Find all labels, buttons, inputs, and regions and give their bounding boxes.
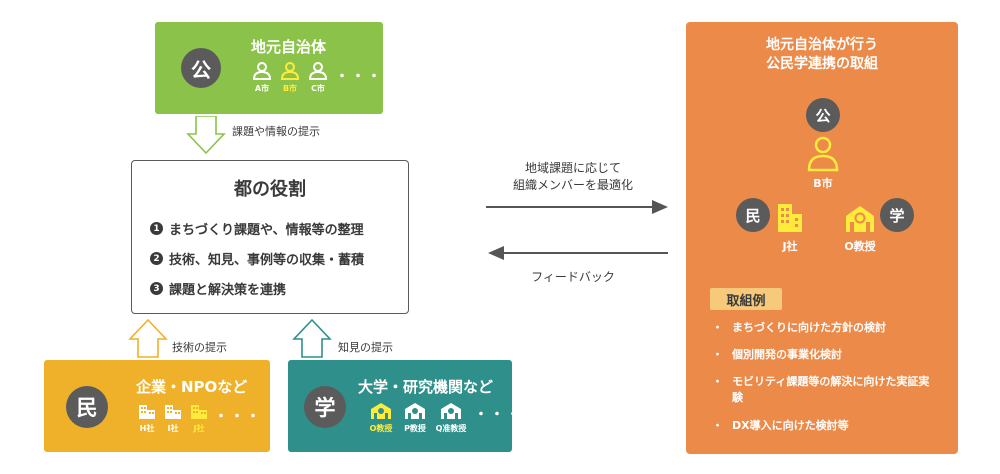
public-entity-box: 公 地元自治体 A市 B市 C市 ・・・: [155, 22, 383, 114]
role-text-1: まちづくり課題や、情報等の整理: [169, 223, 364, 238]
panel-company-label: J社: [782, 240, 798, 253]
panel-title-line2: 公民学連携の取組: [766, 56, 878, 72]
right-arrow-label-line1: 地域課題に応じて: [524, 161, 621, 175]
public-ellipsis: ・・・: [335, 69, 383, 85]
example-text-2: 個別開発の事業化検討: [732, 348, 842, 361]
role-item-2: 2 技術、知見、事例等の収集・蓄積: [150, 249, 364, 268]
example-text-4: DX導入に向けた検討等: [732, 419, 849, 432]
panel-title-line1: 地元自治体が行う: [766, 37, 878, 53]
prof-label-p: P教授: [404, 424, 426, 433]
right-arrow-label: 地域課題に応じて 組織メンバーを最適化: [498, 160, 648, 194]
person-label-b: B市: [282, 84, 298, 93]
collaboration-panel: 地元自治体が行う 公民学連携の取組 公 B市 民 J社 学 O教授 取組例 ・ …: [686, 22, 958, 454]
building-icon-h: H社: [136, 404, 158, 433]
role-item-3: 3 課題と解決策を連携: [150, 279, 286, 298]
academic-circle-icon: 学: [304, 386, 346, 428]
academic-ellipsis: ・・・: [474, 407, 522, 423]
public-circle-icon: 公: [181, 48, 221, 88]
person-icon-c: C市: [307, 62, 329, 93]
academic-box-title: 大学・研究機関など: [358, 378, 494, 396]
role-text-3: 課題と解決策を連携: [169, 283, 287, 298]
arrow-up-private-label: 技術の提示: [172, 341, 227, 354]
private-entity-box: 民 企業・NPOなど H社 I社 J社 ・・・: [44, 360, 270, 452]
arrow-up-private-icon: [128, 318, 168, 358]
panel-prof-label: O教授: [844, 240, 876, 253]
prof-label-q: Q准教授: [435, 424, 467, 433]
panel-school-icon: [846, 206, 874, 232]
school-icon-p: P教授: [402, 402, 428, 433]
example-text-1: まちづくりに向けた方針の検討: [732, 321, 886, 334]
person-label-a: A市: [254, 84, 270, 93]
example-text-3: モビリティ課題等の解決に向けた実証実験: [732, 375, 930, 404]
person-icon-a: A市: [251, 62, 273, 93]
panel-building-icon: [778, 204, 802, 232]
arrow-up-academic-icon: [292, 318, 332, 358]
company-label-h: H社: [139, 424, 155, 433]
role-box: 都の役割 1 まちづくり課題や、情報等の整理 2 技術、知見、事例等の収集・蓄積…: [131, 160, 409, 314]
panel-private-circle-icon: 民: [736, 198, 770, 232]
role-item-1: 1 まちづくり課題や、情報等の整理: [150, 219, 364, 238]
arrow-right-icon: [486, 200, 668, 214]
company-label-j: J社: [193, 424, 205, 433]
academic-entity-box: 学 大学・研究機関など O教授 P教授 Q准教授 ・・・: [288, 360, 520, 452]
bullet-2: ・: [712, 348, 723, 361]
panel-title: 地元自治体が行う 公民学連携の取組: [686, 36, 958, 74]
role-text-2: 技術、知見、事例等の収集・蓄積: [169, 253, 365, 268]
panel-person-icon: [807, 136, 839, 172]
bullet-1: ・: [712, 321, 723, 334]
panel-public-circle-icon: 公: [806, 98, 840, 132]
left-arrow-label: フィードバック: [531, 270, 615, 284]
arrow-up-academic-label: 知見の提示: [338, 341, 393, 354]
panel-city-label: B市: [813, 177, 833, 190]
public-box-title: 地元自治体: [251, 38, 327, 56]
role-box-title: 都の役割: [234, 179, 306, 200]
prof-label-o: O教授: [369, 424, 393, 433]
company-label-i: I社: [167, 424, 179, 433]
arrow-left-icon: [488, 246, 668, 260]
role-number-3: 3: [150, 282, 163, 295]
arrow-down-label: 課題や情報の提示: [232, 125, 320, 138]
arrow-down-icon: [186, 116, 226, 155]
private-ellipsis: ・・・: [214, 409, 262, 425]
school-icon-o: O教授: [368, 402, 394, 433]
examples-badge: 取組例: [710, 288, 782, 310]
person-label-c: C市: [311, 84, 325, 93]
private-circle-icon: 民: [66, 386, 108, 428]
role-number-1: 1: [150, 222, 163, 235]
school-icon-q: Q准教授: [434, 402, 468, 433]
person-icon-b: B市: [279, 62, 301, 93]
role-number-2: 2: [150, 252, 163, 265]
private-box-title: 企業・NPOなど: [136, 378, 248, 396]
building-icon-i: I社: [162, 404, 184, 433]
right-arrow-label-line2: 組織メンバーを最適化: [512, 178, 633, 192]
panel-academic-circle-icon: 学: [880, 198, 914, 232]
bullet-4: ・: [712, 419, 723, 432]
bullet-3: ・: [712, 375, 723, 388]
building-icon-j: J社: [188, 404, 210, 433]
